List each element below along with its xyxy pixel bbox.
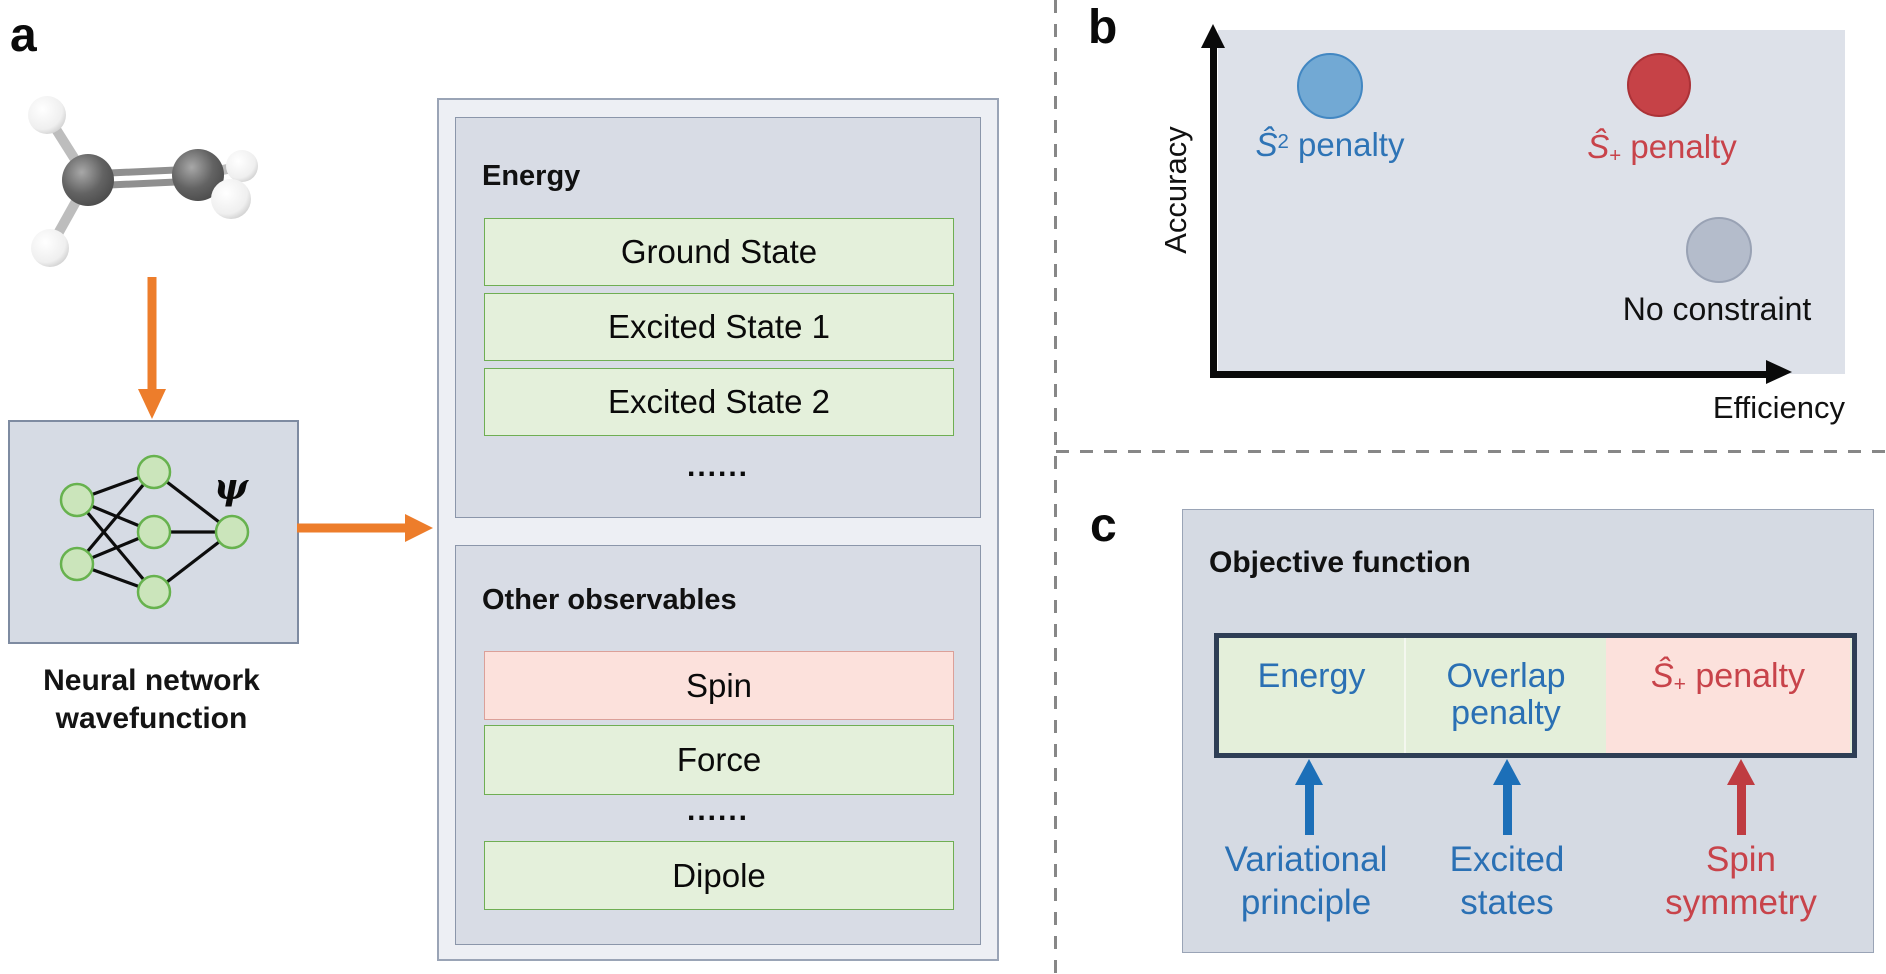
nn-caption-line1: Neural network [43,664,260,697]
excited-line2: states [1460,883,1554,922]
spin-symmetry-label: Spin symmetry [1621,838,1861,924]
x-axis-line [1210,371,1766,378]
neural-network-box: ψ [8,420,299,644]
splus-penalty-text: penalty [1621,128,1737,165]
arrow-up-spin-icon [1727,759,1755,837]
spin-line2: symmetry [1665,883,1817,922]
panel-c-label: c [1090,499,1117,552]
arrow-down-icon [138,277,166,419]
s2-penalty-label: Ŝ2 penalty [1230,126,1430,164]
nn-caption: Neural network wavefunction [0,662,303,738]
x-axis-arrowhead-icon [1766,360,1792,384]
s2-penalty-text: penalty [1288,126,1405,163]
other-observables-box: Other observables Spin Force ...... Dipo… [455,545,981,945]
variational-principle-label: Variational principle [1186,838,1426,924]
divider-horizontal-dashed [1056,450,1886,453]
cell-overlap-line2: penalty [1451,694,1561,732]
panel-b-label: b [1088,1,1118,54]
cell-overlap-penalty: Overlap penalty [1406,638,1606,753]
arrow-up-excited-icon [1493,759,1521,837]
data-point-s2-penalty [1297,53,1363,119]
y-axis-line [1210,46,1217,378]
row-force: Force [484,725,954,795]
other-observables-heading: Other observables [482,584,737,616]
no-constraint-label: No constraint [1622,291,1812,327]
s2-superscript: 2 [1277,130,1289,153]
objective-function-panel: Objective function Energy Overlap penalt… [1182,509,1874,953]
row-excited-state-1: Excited State 1 [484,293,954,361]
variational-line2: principle [1240,883,1372,922]
objective-function-heading: Objective function [1209,546,1471,579]
energy-heading: Energy [482,160,581,192]
nn-caption-line2: wavefunction [55,702,248,735]
row-excited-state-2: Excited State 2 [484,368,954,436]
cell-energy: Energy [1219,638,1406,753]
cell-splus-subscript: + [1673,673,1686,696]
splus-penalty-label: Ŝ+ penalty [1562,128,1762,168]
arrow-right-icon [297,514,433,542]
objective-function-box: Energy Overlap penalty Ŝ+ penalty [1214,633,1857,758]
data-point-no-constraint [1686,217,1752,283]
outputs-container: Energy Ground State Excited State 1 Exci… [437,98,999,961]
row-spin: Spin [484,651,954,720]
row-dipole: Dipole [484,841,954,910]
panel-a-label: a [10,9,37,62]
energy-ellipsis: ...... [686,450,749,483]
observables-ellipsis: ...... [686,794,749,827]
cell-splus-text: penalty [1685,657,1806,695]
cell-overlap-line1: Overlap [1446,657,1566,695]
data-point-splus-penalty [1627,53,1691,117]
y-axis-arrowhead-icon [1201,24,1225,48]
neural-network-diagram [59,454,250,610]
y-axis-label: Accuracy [1158,126,1193,254]
ethylene-molecule-icon [28,96,258,267]
splus-hat-operator: Ŝ [1587,128,1610,165]
divider-vertical-dashed [1054,0,1057,974]
x-axis-label: Efficiency [1712,390,1845,425]
cell-splus-penalty: Ŝ+ penalty [1606,638,1850,753]
excited-states-label: Excited states [1387,838,1627,924]
excited-line1: Excited [1449,840,1565,879]
energy-box: Energy Ground State Excited State 1 Exci… [455,117,981,518]
psi-symbol: ψ [214,466,248,508]
cell-splus-hat-operator: Ŝ [1650,657,1674,695]
splus-subscript: + [1609,144,1622,167]
spin-line1: Spin [1705,840,1777,879]
variational-line1: Variational [1224,840,1388,879]
row-ground-state: Ground State [484,218,954,286]
s2-hat-operator: Ŝ [1255,126,1278,163]
arrow-up-variational-icon [1295,759,1323,837]
